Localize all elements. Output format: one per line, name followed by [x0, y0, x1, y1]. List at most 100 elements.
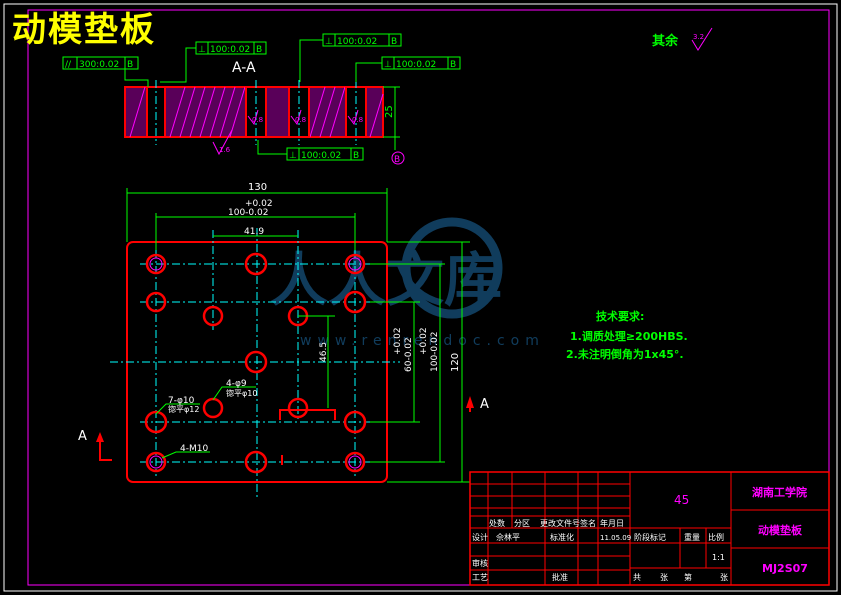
hole — [144, 410, 168, 434]
datum-b-marker — [391, 151, 405, 165]
tb-weight: 重量 — [684, 532, 700, 542]
tolerance-frames: // 300:0.02 B ⊥ 100:0.02 B ⊥ 100:0.02 B … — [62, 33, 461, 161]
tol-4-symbol: ⊥ — [384, 60, 392, 70]
hole — [343, 410, 367, 434]
tb-sheet: 张 — [660, 573, 668, 582]
hole — [344, 451, 366, 473]
tol-frame-4: ⊥ 100:0.02 B — [355, 56, 461, 82]
tol-1-datum: B — [127, 60, 133, 70]
roughness-local-2: 0.8 — [252, 116, 263, 124]
view-arrow-left — [99, 440, 112, 461]
tol-5-datum: B — [353, 151, 359, 161]
watermark-url: www.renrendoc.com — [300, 333, 545, 349]
section-roughness — [212, 109, 359, 156]
tb-header-3: 更改文件号 — [540, 518, 580, 528]
tol-4-value: 100:0.02 — [396, 60, 436, 70]
dim-inner-spacing: 41.9 — [244, 227, 264, 237]
view-marker-left: A — [78, 429, 87, 444]
tech-req-heading: 技术要求: — [596, 309, 644, 323]
section-label: A-A — [232, 60, 256, 76]
tb-scale: 1:1 — [712, 553, 725, 562]
tol-3-value: 100:0.02 — [337, 37, 377, 47]
plan-holes — [144, 252, 367, 474]
dim-offset: 46.5 — [319, 342, 329, 362]
roughness-general-label: 其余 — [652, 33, 679, 49]
tol-1-value: 300:0.02 — [79, 60, 119, 70]
hole — [145, 291, 167, 313]
roughness-local-4: 0.8 — [352, 116, 363, 124]
tol-frame-5: ⊥ 100:0.02 B — [257, 140, 364, 161]
dim-height: 120 — [450, 353, 461, 372]
dim-v4: 100-0.02 — [430, 332, 440, 372]
hole — [202, 397, 224, 419]
roughness-local-1: 1.6 — [219, 146, 231, 154]
tol-frame-2: ⊥ 100:0.02 B — [160, 41, 267, 83]
tech-req-item-2: 2.未注明倒角为1x45°. — [566, 347, 684, 361]
datum-b-letter: B — [394, 155, 400, 165]
plan-centerlines — [110, 228, 400, 500]
tol-1-symbol: // — [65, 60, 72, 70]
tb-process: 工艺 — [472, 573, 488, 582]
tb-standardization: 标准化 — [550, 532, 574, 542]
hole — [344, 253, 366, 275]
roughness-local-3: 0.8 — [295, 116, 306, 124]
dim-overall-width: 130 — [248, 182, 267, 193]
hole — [244, 252, 268, 276]
tol-4-datum: B — [450, 60, 456, 70]
view-arrow-right-head — [466, 396, 474, 408]
hole-note-3a: 4-M10 — [180, 444, 208, 454]
technical-requirements: 技术要求: 1.调质处理≥200HBS. 2.未注明倒角为1x45°. — [566, 309, 688, 361]
hole — [244, 350, 268, 374]
hole — [202, 305, 224, 327]
tech-req-item-1: 1.调质处理≥200HBS. — [570, 329, 688, 343]
tb-approve: 批准 — [552, 572, 568, 582]
roughness-general-value: 3.2 — [693, 33, 704, 41]
drawing-title: 动模垫板 — [12, 10, 156, 50]
tol-3-datum: B — [391, 37, 397, 47]
tb-drawing-no: MJ2S07 — [762, 562, 808, 575]
tol-5-symbol: ⊥ — [289, 151, 297, 161]
tb-review: 审核 — [472, 558, 488, 568]
hole — [145, 451, 167, 473]
section-view: 25 B A-A 1.6 0.8 0.8 0.8 — [124, 60, 405, 165]
roughness-general-icon — [691, 27, 713, 51]
section-centerlines — [155, 80, 357, 145]
tb-material: 45 — [674, 493, 689, 507]
tb-date: 11.05.09 — [600, 534, 631, 542]
thickness-dim: 25 — [384, 105, 395, 118]
view-arrow-left-head — [96, 432, 104, 442]
tol-frame-1: // 300:0.02 B — [62, 56, 149, 87]
hole-notes — [155, 386, 256, 459]
tb-design: 设计 — [472, 532, 488, 542]
tb-designer: 佘林平 — [496, 532, 520, 542]
dim-hole-tol: +0.02 — [245, 199, 273, 209]
hole — [287, 397, 309, 419]
plan-dimensions — [126, 188, 470, 483]
dim-v1: +0.02 — [393, 327, 403, 355]
tol-2-symbol: ⊥ — [198, 45, 206, 55]
hole — [145, 253, 167, 275]
watermark-logo — [401, 217, 503, 319]
tb-header-2: 分区 — [514, 519, 530, 528]
tb-zhang: 张 — [720, 573, 728, 582]
section-hatch — [129, 86, 384, 138]
tol-frame-3: ⊥ 100:0.02 B — [299, 33, 402, 82]
tol-5-value: 100:0.02 — [301, 151, 341, 161]
plan-view: 130 +0.02 100-0.02 41.9 120 +0.02 60-0.0… — [78, 182, 489, 500]
hole-note-2b: 锪平φ10 — [226, 388, 257, 398]
tol-2-value: 100:0.02 — [210, 45, 250, 55]
inner-frame — [27, 9, 830, 586]
hole-note-1a: 7-φ10 — [168, 396, 195, 406]
cut-line-step — [279, 409, 336, 420]
title-block: 45 湖南工学院 动模垫板 MJ2S07 处数 分区 更改文件号 签名 年月日 … — [469, 471, 830, 586]
tb-total: 共 — [633, 573, 641, 582]
dim-v3: +0.02 — [419, 327, 429, 355]
hole-note-2a: 4-φ9 — [226, 379, 247, 389]
tol-3-symbol: ⊥ — [325, 37, 333, 47]
dim-hole-spacing: 100-0.02 — [228, 208, 268, 218]
tb-school: 湖南工学院 — [752, 485, 807, 499]
tb-header-5: 年月日 — [600, 518, 624, 528]
tb-ratio: 比例 — [708, 532, 724, 542]
hole — [244, 450, 268, 474]
